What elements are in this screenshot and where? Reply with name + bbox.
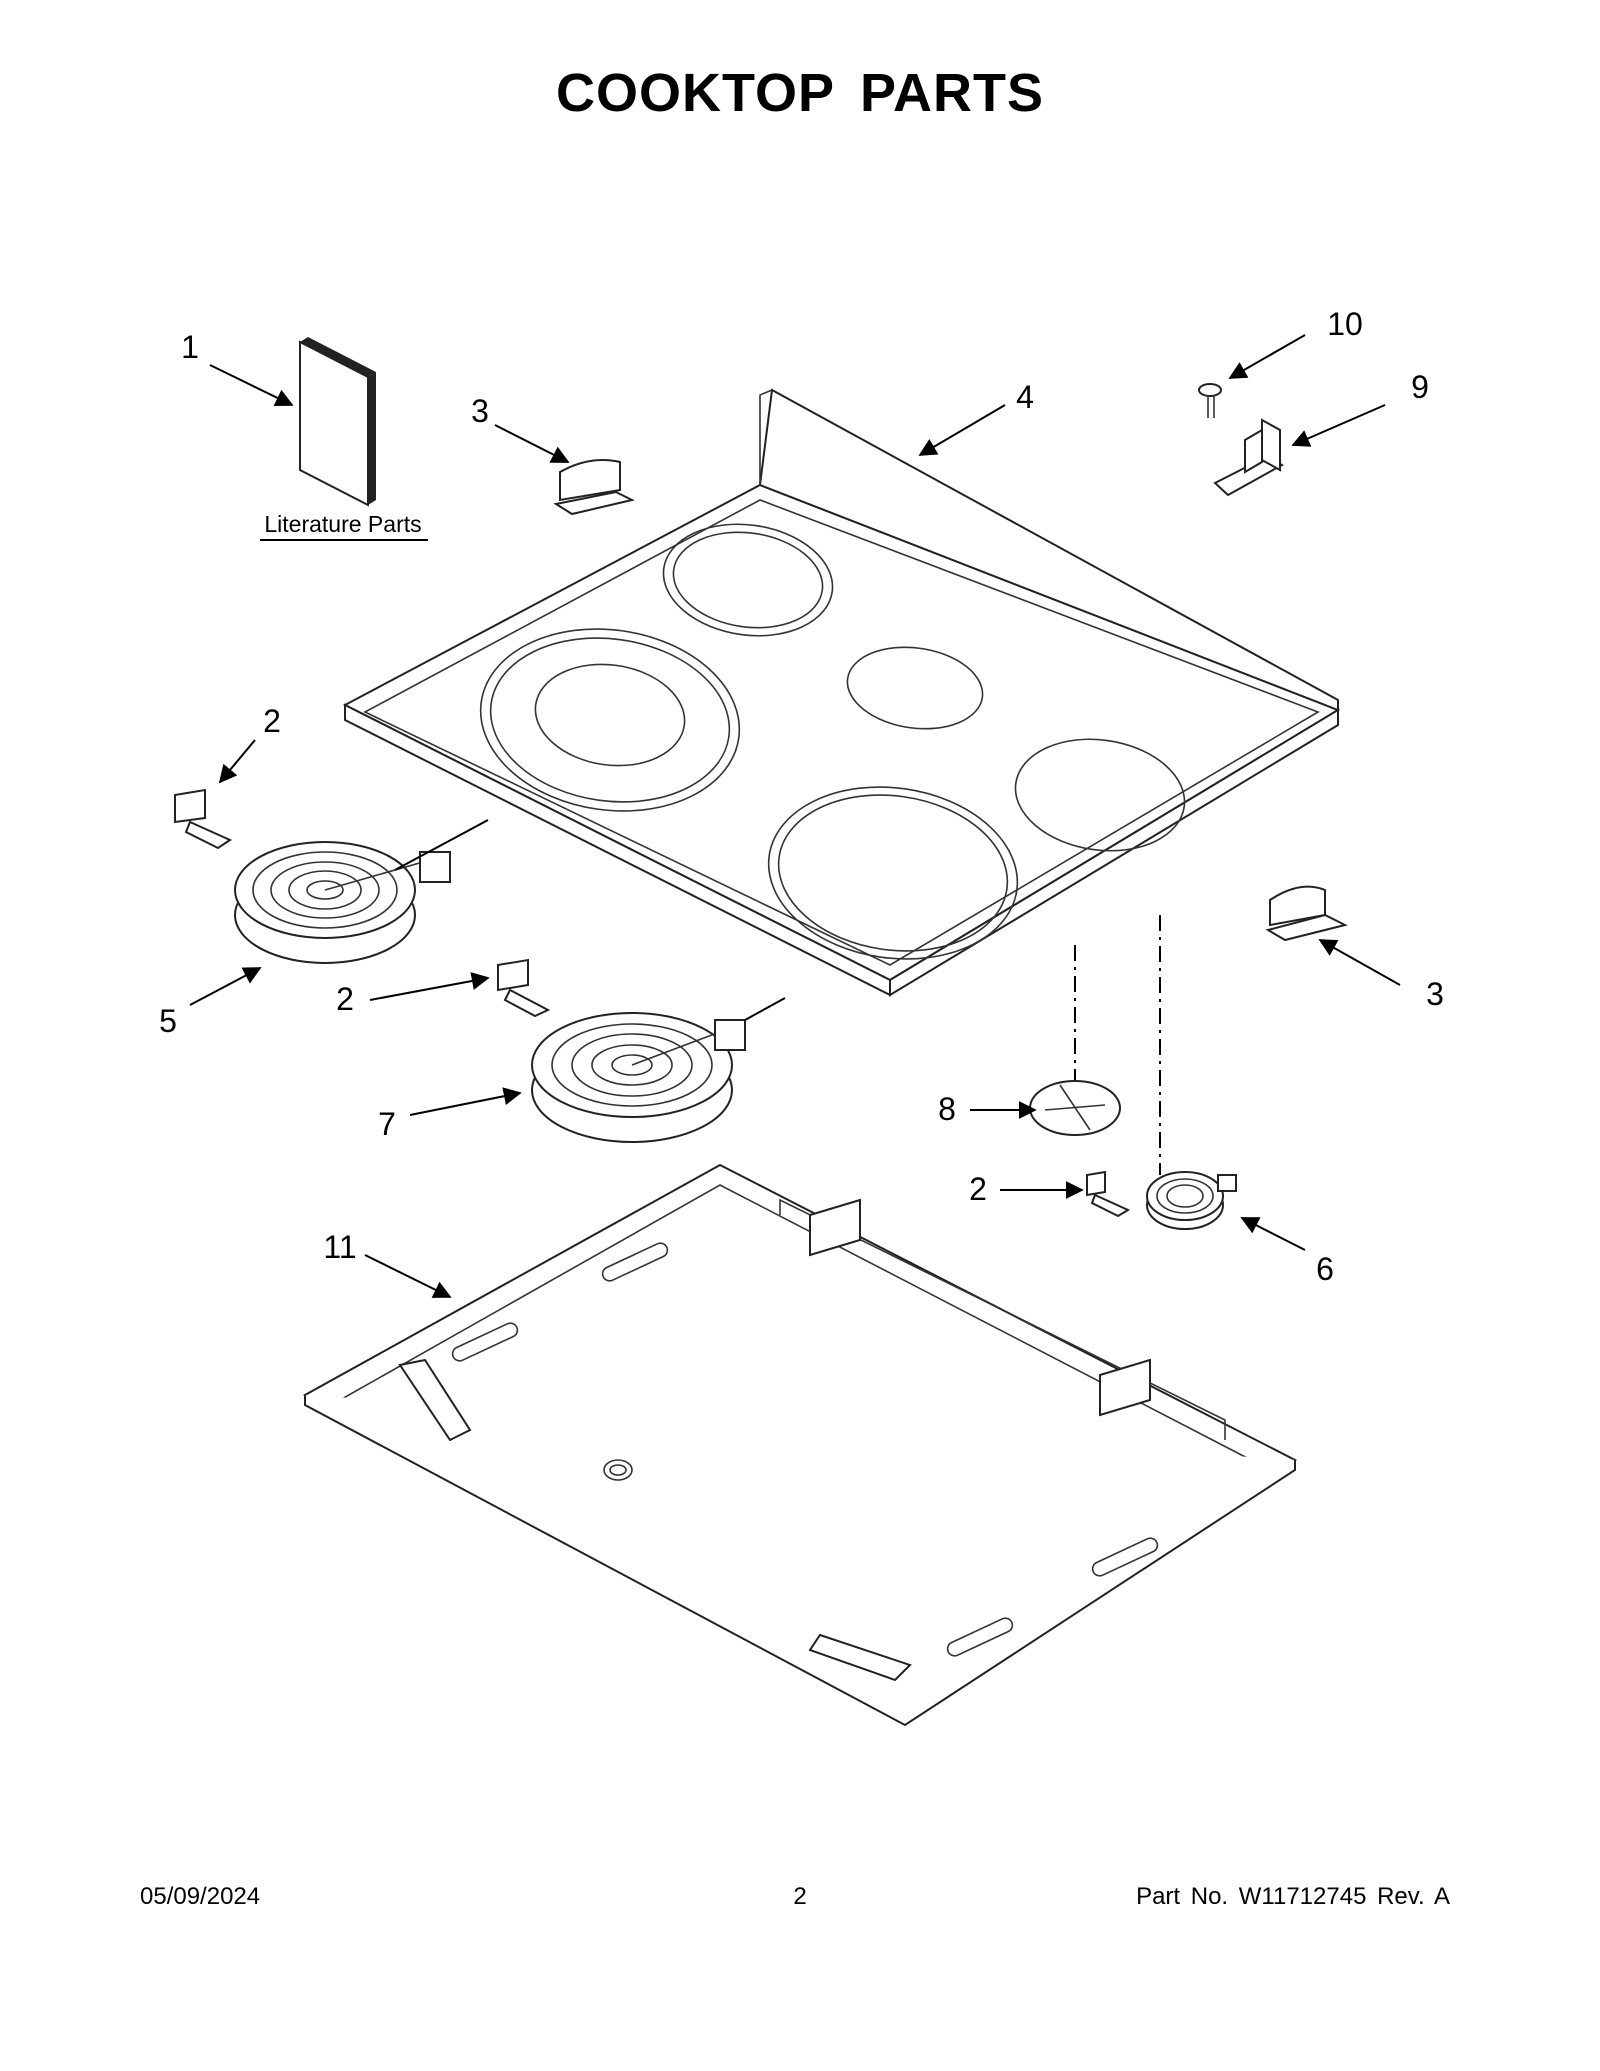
page-title: COOKTOP PARTS (555, 63, 1045, 123)
surface-element-left (234, 841, 451, 964)
callout-9: 9 (1411, 369, 1429, 405)
literature-booklet (299, 337, 376, 507)
element-clip-1 (174, 788, 233, 850)
mounting-bracket (1213, 418, 1284, 497)
surface-element-center (531, 1012, 746, 1143)
callout-2-right: 2 (969, 1171, 987, 1207)
callout-8: 8 (938, 1091, 956, 1127)
callout-6: 6 (1316, 1251, 1334, 1287)
assembly-line-5 (394, 819, 489, 871)
assembly-line-7 (744, 997, 786, 1021)
clip-upper (553, 459, 635, 516)
callout-1: 1 (181, 329, 199, 365)
callout-3-right: 3 (1426, 976, 1444, 1012)
element-cover (1029, 1080, 1121, 1136)
callout-4: 4 (1016, 379, 1034, 415)
callout-2-center: 2 (336, 981, 354, 1017)
callout-5: 5 (159, 1003, 177, 1039)
clip-right (1265, 885, 1348, 942)
cooktop-frame (302, 1163, 1297, 1727)
footer-page-number: 2 (793, 1883, 807, 1910)
callout-11: 11 (323, 1229, 356, 1265)
cooktop-panel (342, 388, 1341, 997)
footer-date: 05/09/2024 (140, 1883, 261, 1910)
footer-part-number: Part No. W11712745 Rev. A (1136, 1883, 1450, 1910)
callout-7: 7 (378, 1106, 396, 1142)
callout-2-top-left: 2 (263, 703, 281, 739)
element-clip-2 (497, 958, 551, 1018)
callout-10: 10 (1327, 306, 1363, 342)
surface-element-small (1146, 1171, 1237, 1230)
callout-3-top: 3 (471, 393, 489, 429)
element-clip-3 (1086, 1170, 1131, 1218)
literature-parts-label: Literature Parts (264, 511, 421, 537)
screw (1198, 383, 1222, 418)
